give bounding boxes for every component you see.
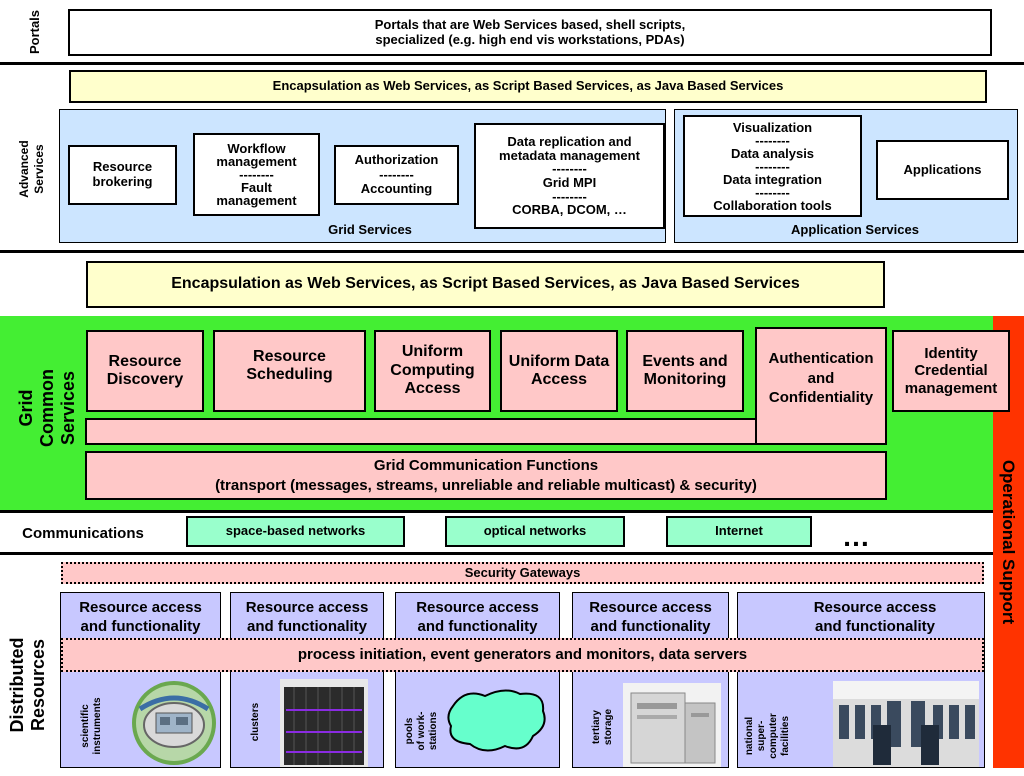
clusters-label: clusters (250, 702, 261, 742)
divider-advanced (0, 250, 1024, 253)
encapsulation-banner-middle: Encapsulation as Web Services, as Script… (86, 261, 885, 308)
grid-services-label: Grid Services (328, 221, 412, 237)
security-gateways-bar: Security Gateways (61, 562, 984, 584)
resource-access-label-5: Resource access and functionality (813, 598, 937, 636)
distributed-side-label: Distributed Resources (7, 637, 48, 733)
communications-label: Communications (22, 524, 144, 542)
resource-access-label-3: Resource access and functionality (416, 598, 539, 636)
optical-networks-box: optical networks (445, 516, 625, 547)
events-monitoring-box: Events and Monitoring (626, 330, 744, 412)
portals-side-label: Portals (27, 9, 42, 55)
resource-access-label-2: Resource access and functionality (245, 598, 369, 636)
scientific-instrument-image (130, 679, 218, 767)
applications-box: Applications (876, 140, 1009, 200)
communications-ellipsis: … (842, 521, 870, 552)
divider-portals (0, 62, 1024, 65)
authentication-box: Authentication and Confidentiality (755, 327, 887, 445)
data-replication-box: Data replication and metadata management… (474, 123, 665, 229)
divider-communications-top (0, 510, 993, 513)
portals-box: Portals that are Web Services based, she… (68, 9, 992, 56)
space-based-networks-box: space-based networks (186, 516, 405, 547)
encapsulation-banner-top: Encapsulation as Web Services, as Script… (69, 70, 987, 103)
grid-common-side-label: Grid Common Services (16, 369, 78, 447)
application-services-label: Application Services (791, 221, 919, 237)
identity-credential-box: Identity Credential management (892, 330, 1010, 412)
supercomputer-image (833, 681, 979, 767)
workstation-pool-shape (445, 686, 550, 756)
resource-access-label-1: Resource access and functionality (79, 598, 202, 636)
workflow-management-box: Workflow management -------- Fault manag… (193, 133, 320, 216)
process-initiation-bar: process initiation, event generators and… (61, 638, 984, 672)
uniform-computing-access-box: Uniform Computing Access (374, 330, 491, 412)
resource-brokering-box: Resource brokering (68, 145, 177, 205)
internet-box: Internet (666, 516, 812, 547)
resource-discovery-box: Resource Discovery (86, 330, 204, 412)
operational-support-label: Operational Support (999, 459, 1018, 625)
scientific-instruments-label: scientific instruments (80, 697, 103, 755)
visualization-box: Visualization -------- Data analysis ---… (683, 115, 862, 217)
tertiary-storage-image (623, 683, 721, 767)
national-supercomputer-label: national super- computer facilities (744, 713, 791, 759)
cluster-image (280, 679, 368, 767)
pools-of-workstations-label: pools of work- stations (404, 711, 439, 751)
resource-scheduling-box: Resource Scheduling (213, 330, 366, 412)
resource-access-label-4: Resource access and functionality (589, 598, 712, 636)
advanced-side-label: Advanced Services (17, 140, 46, 198)
uniform-data-access-box: Uniform Data Access (500, 330, 618, 412)
divider-communications-bottom (0, 552, 993, 555)
tertiary-storage-label: tertiary storage (591, 708, 614, 746)
grid-communication-functions-box: Grid Communication Functions (transport … (85, 451, 887, 500)
grid-common-base-bar (85, 418, 887, 445)
authorization-box: Authorization -------- Accounting (334, 145, 459, 205)
